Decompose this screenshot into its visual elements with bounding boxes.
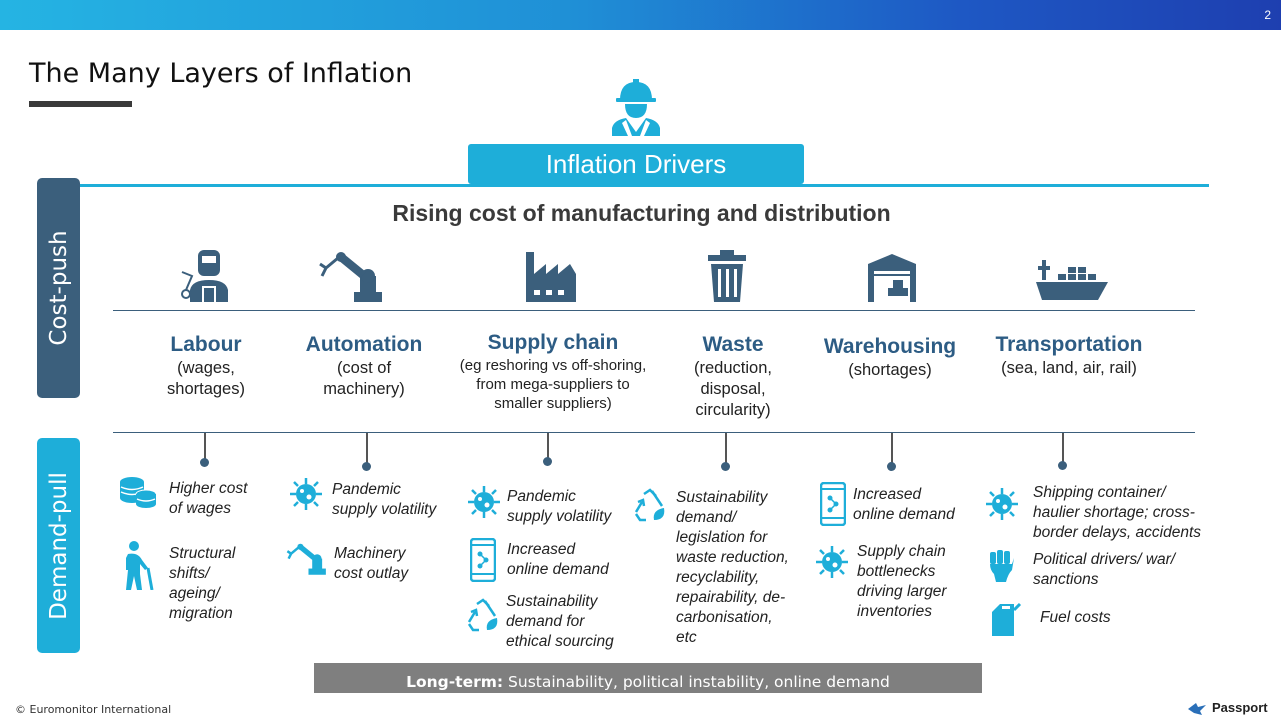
raised-fist-icon (990, 550, 1014, 582)
robot-arm-icon (286, 543, 326, 575)
worker-icon (612, 79, 660, 136)
category-transportation: Transportation (sea, land, air, rail) (995, 333, 1143, 377)
demand-pull-label: Demand-pull (45, 471, 72, 620)
connector-dot-automation (362, 462, 371, 471)
connector-dot-supply-chain (543, 457, 552, 466)
connector-warehousing (891, 433, 893, 463)
demand-item-pandemic-automation: Pandemic supply volatility (332, 481, 437, 518)
demand-item-shipping-container: Shipping container/ haulier shortage; cr… (1033, 484, 1202, 541)
demand-item-structural-shifts: Structural shifts/ ageing/ migration (169, 545, 236, 622)
connector-transportation (1062, 433, 1064, 463)
demand-item-fuel-costs: Fuel costs (1040, 609, 1111, 626)
long-term-banner: Long-term: Sustainability, political ins… (314, 663, 982, 693)
category-supply-chain: Supply chain (eg reshoring vs off-shorin… (459, 331, 647, 412)
long-term-text: Sustainability, political instability, o… (503, 673, 890, 691)
recycle-icon (467, 598, 498, 632)
robot-arm-icon (319, 252, 382, 302)
page-title: The Many Layers of Inflation (29, 58, 413, 89)
smartphone-icon (470, 538, 496, 582)
inflation-drivers-banner: Inflation Drivers (468, 144, 804, 184)
demand-item-pandemic-supply-chain: Pandemic supply volatility (507, 488, 612, 525)
cost-push-label-box: Cost-push (37, 178, 80, 398)
page-number: 2 (1264, 8, 1271, 22)
coins-icon (120, 477, 157, 508)
title-underline (29, 101, 132, 107)
fuel-can-icon (992, 602, 1022, 636)
passport-brand: Passport (1212, 700, 1268, 715)
virus-icon (986, 488, 1018, 520)
category-waste: Waste (reduction, disposal, circularity) (694, 333, 772, 419)
demand-pull-label-box: Demand-pull (37, 438, 80, 653)
demand-item-political-drivers: Political drivers/ war/ sanctions (1033, 551, 1176, 588)
trash-bin-icon (708, 250, 746, 302)
connector-automation (366, 433, 368, 463)
cost-push-label: Cost-push (45, 230, 72, 346)
long-term-label: Long-term: (406, 673, 504, 691)
demand-item-ethical-sourcing: Sustainability demand for ethical sourci… (506, 593, 614, 650)
elderly-person-icon (126, 541, 154, 590)
top-banner (0, 0, 1281, 30)
demand-item-higher-cost-of-wages: Higher cost of wages (169, 480, 248, 517)
category-automation: Automation (cost of machinery) (305, 333, 423, 398)
demand-item-supply-chain-bottlenecks: Supply chain bottlenecks driving larger … (857, 543, 947, 620)
connector-waste (725, 433, 727, 463)
welder-icon (181, 250, 228, 302)
section-headline: Rising cost of manufacturing and distrib… (392, 200, 891, 226)
category-warehousing: Warehousing (shortages) (823, 335, 957, 379)
connector-supply-chain (547, 433, 549, 459)
smartphone-icon (820, 482, 846, 526)
factory-icon (526, 252, 576, 302)
virus-icon (290, 478, 322, 510)
demand-item-online-demand-supply-chain: Increased online demand (507, 541, 609, 578)
connector-dot-labour (200, 458, 209, 467)
warehouse-icon (868, 254, 916, 302)
category-divider-top (113, 310, 1195, 311)
demand-item-machinery-cost: Machinery cost outlay (334, 545, 409, 582)
passport-logo-icon (1188, 703, 1206, 715)
cargo-ship-icon (1036, 260, 1108, 300)
connector-dot-waste (721, 462, 730, 471)
virus-icon (816, 546, 848, 578)
virus-icon (468, 486, 500, 518)
connector-dot-warehousing (887, 462, 896, 471)
copyright-footer: © Euromonitor International (15, 703, 172, 716)
demand-item-online-demand-warehousing: Increased online demand (853, 486, 955, 523)
category-labour: Labour (wages, shortages) (167, 333, 245, 398)
category-divider-bottom (113, 432, 1195, 433)
connector-dot-transportation (1058, 461, 1067, 470)
drivers-divider (79, 184, 1209, 187)
connector-labour (204, 433, 206, 459)
demand-item-waste-sustainability: Sustainability demand/ legislation for w… (676, 489, 789, 646)
recycle-icon (634, 488, 665, 522)
